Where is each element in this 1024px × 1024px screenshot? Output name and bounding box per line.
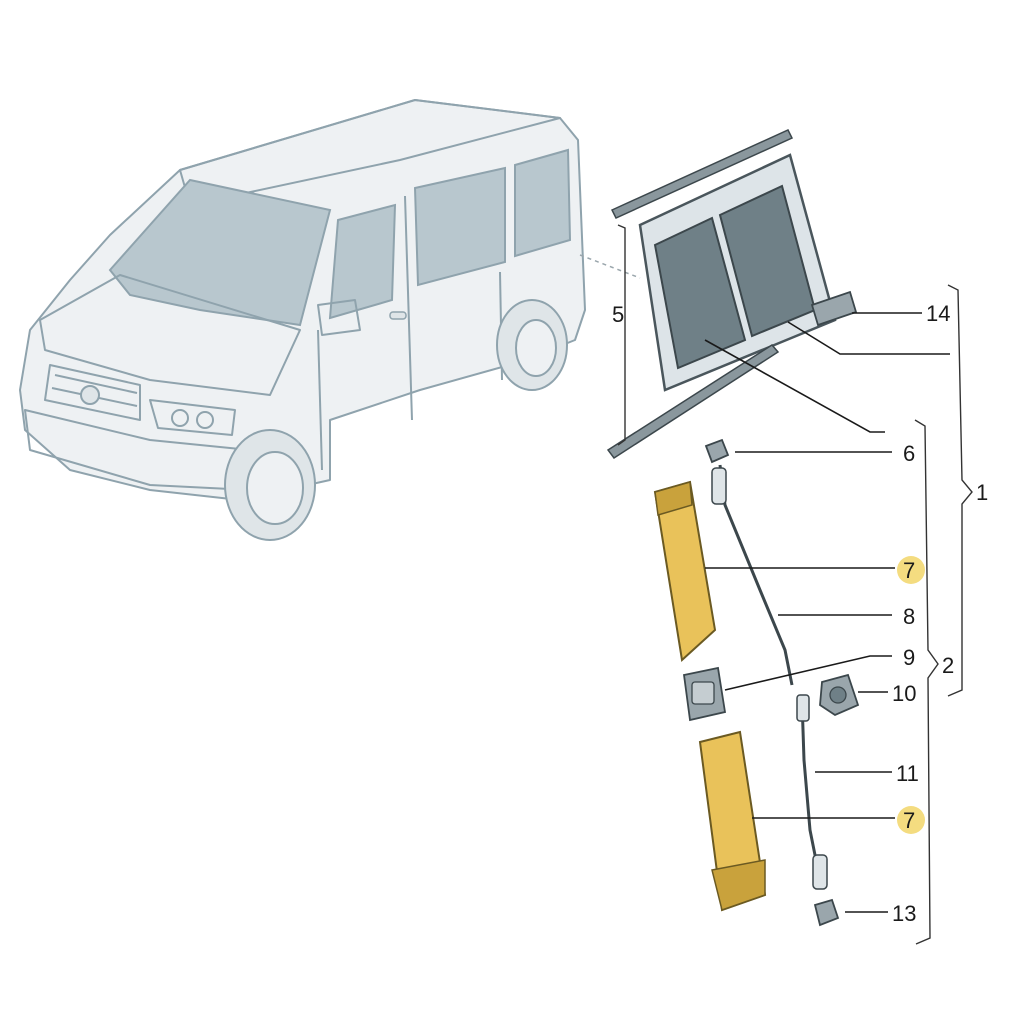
callout-8: 8: [903, 604, 915, 629]
lower-cable: [800, 699, 822, 881]
callout-11: 11: [896, 761, 919, 786]
top-guide-rail: [610, 129, 794, 219]
callout-14: 14: [926, 301, 950, 326]
window-pane-left: [653, 216, 747, 370]
trim-piece: [810, 290, 858, 327]
callout-7-upper: 7: [903, 558, 915, 583]
van-illustration: [19, 99, 586, 541]
highlight-7-upper: [897, 556, 925, 584]
callout-13: 13: [892, 901, 916, 926]
callout-9: 9: [903, 645, 915, 670]
upper-clip: [704, 438, 730, 464]
window-position-link: [579, 254, 641, 279]
hardware-parts: [653, 438, 860, 927]
callout-10: 10: [892, 681, 916, 706]
highlight-7-lower: [897, 806, 925, 834]
callout-2: 2: [942, 653, 954, 678]
callout-7-lower: 7: [903, 808, 915, 833]
upper-cable: [718, 464, 794, 686]
bracket-5: [617, 224, 626, 446]
leader-lines: [704, 312, 950, 913]
lower-clip: [813, 898, 840, 927]
bracket-group-2: [914, 419, 939, 945]
callout-5: 5: [612, 302, 624, 327]
callout-1: 1: [976, 480, 988, 505]
bracket-group-1: [947, 284, 973, 697]
bottom-guide-rail: [606, 344, 780, 460]
sliding-window-assembly: [606, 129, 858, 460]
callout-6: 6: [903, 441, 915, 466]
callout-labels: 14 5 6 1 7 8 9 2 10 11 7 13: [612, 301, 988, 926]
